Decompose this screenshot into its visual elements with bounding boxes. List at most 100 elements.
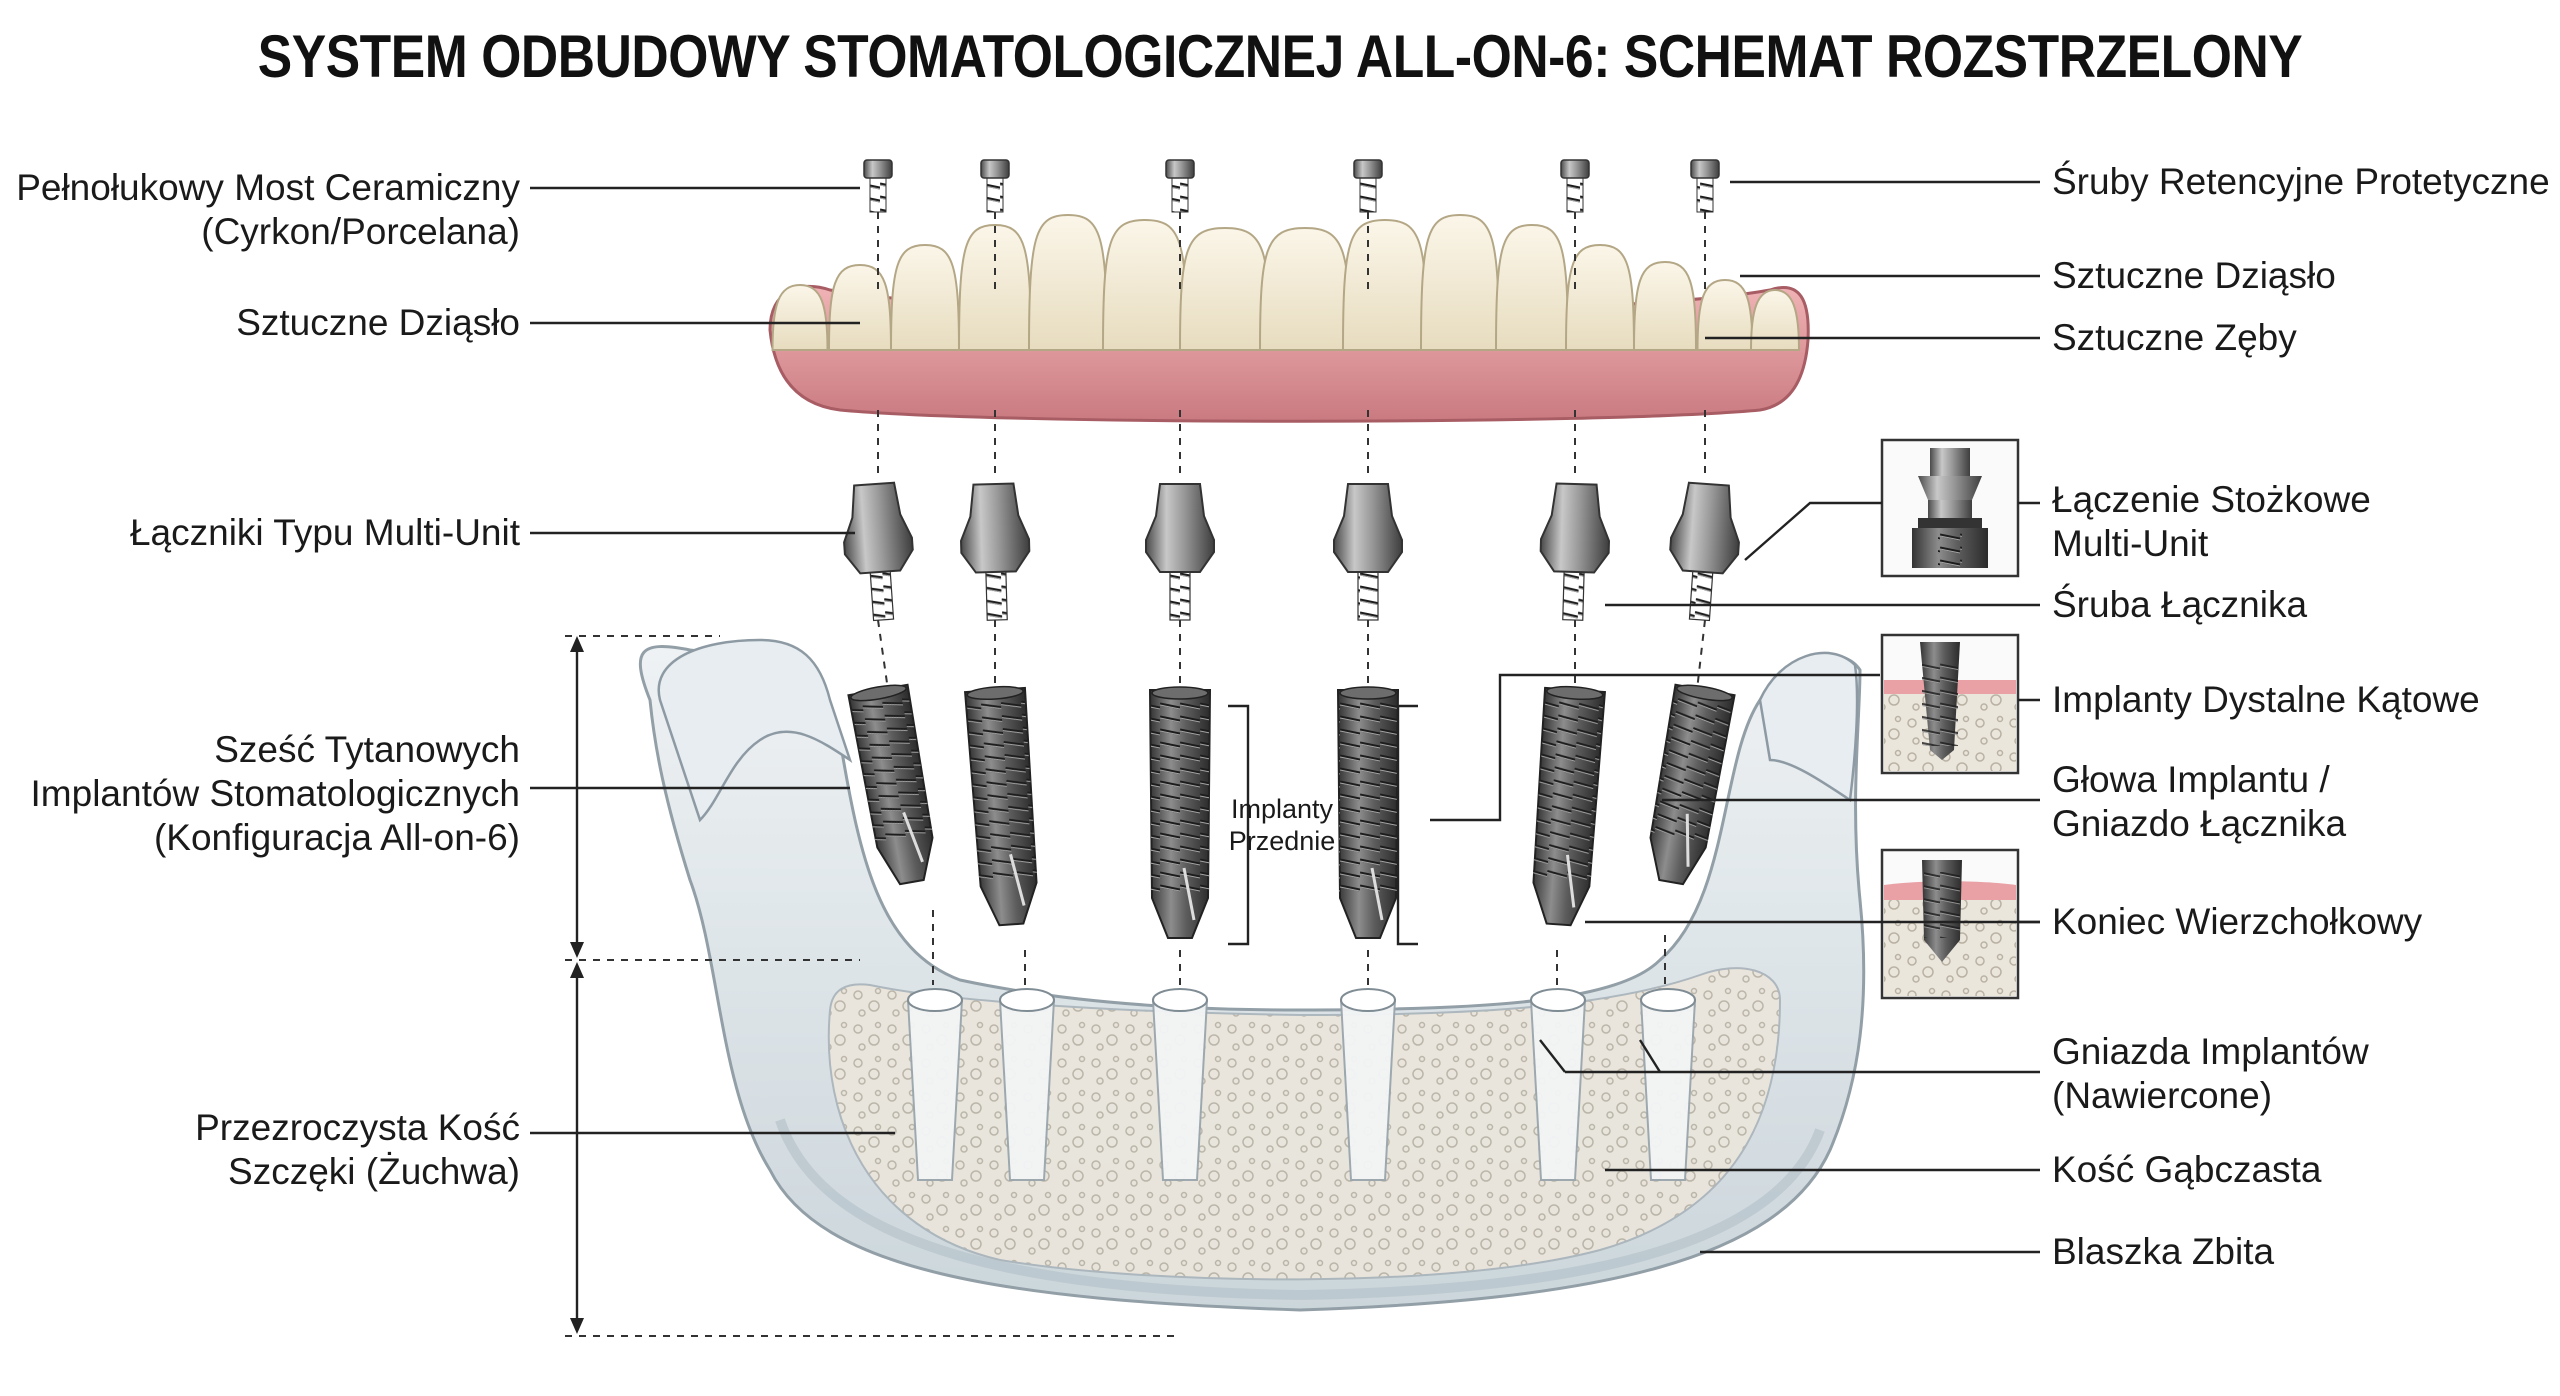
titanium-implant-5 bbox=[1532, 685, 1607, 927]
multi-unit-abutment-6 bbox=[1669, 481, 1740, 622]
socket-5 bbox=[1529, 999, 1587, 1181]
implant-head bbox=[1546, 685, 1604, 701]
tooth-9 bbox=[1341, 218, 1429, 351]
titanium-implant-3 bbox=[1148, 686, 1212, 939]
socket-6 bbox=[1639, 999, 1697, 1181]
assembly-axes bbox=[877, 212, 1706, 985]
tooth-3 bbox=[889, 243, 961, 351]
implant-flute bbox=[902, 811, 924, 863]
socket-opening-4 bbox=[1340, 988, 1396, 1012]
abutment-body bbox=[960, 482, 1031, 574]
socket-1 bbox=[906, 999, 964, 1181]
tooth-2 bbox=[827, 263, 893, 351]
socket-opening-3 bbox=[1152, 988, 1208, 1012]
label-bone-1: Przezroczysta Kość bbox=[195, 1107, 520, 1148]
multi-unit-abutment-1 bbox=[843, 481, 914, 622]
leader-lines bbox=[530, 180, 2040, 1254]
socket-4 bbox=[1339, 999, 1397, 1181]
inset-conical-connection bbox=[1880, 438, 2020, 578]
label-conical-2: Multi-Unit bbox=[2052, 523, 2209, 564]
socket-opening-2 bbox=[999, 988, 1055, 1012]
label-multi-unit: Łączniki Typu Multi-Unit bbox=[130, 512, 521, 553]
titanium-implant-4 bbox=[1336, 686, 1400, 939]
label-bone-2: Szczęki (Żuchwa) bbox=[228, 1151, 520, 1192]
tooth-15 bbox=[1749, 288, 1801, 351]
multi-unit-abutment-4 bbox=[1333, 483, 1403, 621]
front-implants-bracket: Implanty Przednie bbox=[1228, 704, 1418, 946]
retaining-screw-head-5 bbox=[1560, 159, 1590, 179]
label-gum-left: Sztuczne Dziąsło bbox=[236, 302, 520, 343]
label-teeth: Sztuczne Zęby bbox=[2052, 317, 2297, 358]
multi-unit-abutment-3 bbox=[1145, 483, 1215, 621]
implant-thread bbox=[1532, 695, 1604, 885]
retaining-screw-thread-1 bbox=[869, 177, 887, 213]
retaining-screw-thread-4 bbox=[1359, 177, 1377, 213]
label-distal: Implanty Dystalne Kątowe bbox=[2052, 679, 2480, 720]
label-cortical: Blaszka Zbita bbox=[2052, 1231, 2275, 1272]
retaining-screw-head-6 bbox=[1690, 159, 1720, 179]
retaining-screw-thread-5 bbox=[1566, 177, 1584, 213]
label-apex: Koniec Wierzchołkowy bbox=[2052, 901, 2423, 942]
implant-flute bbox=[1009, 853, 1026, 906]
abutment-body bbox=[1333, 483, 1403, 573]
artificial-teeth bbox=[771, 213, 1801, 351]
socket-opening-1 bbox=[907, 988, 963, 1012]
front-implants-label-1: Implanty bbox=[1231, 794, 1334, 824]
implant-head bbox=[850, 684, 907, 702]
label-implants-3: (Konfiguracja All-on-6) bbox=[154, 817, 520, 858]
inset-distal-implant bbox=[1880, 633, 2020, 775]
label-conical-1: Łączenie Stożkowe bbox=[2052, 479, 2371, 520]
implant-thread bbox=[1151, 698, 1209, 896]
abutment-screw bbox=[1169, 571, 1191, 621]
tooth-10 bbox=[1419, 213, 1501, 351]
label-screws: Śruby Retencyjne Protetyczne bbox=[2052, 160, 2550, 202]
label-implants-1: Sześć Tytanowych bbox=[214, 729, 520, 770]
label-bridge-1: Pełnołukowy Most Ceramiczny bbox=[16, 167, 520, 208]
retaining-screw-thread-2 bbox=[986, 177, 1004, 213]
implant-flute bbox=[1685, 813, 1690, 867]
titanium-implant-2 bbox=[963, 685, 1038, 927]
tooth-12 bbox=[1564, 243, 1636, 351]
abutment-body bbox=[1669, 481, 1740, 575]
label-sockets-2: (Nawiercone) bbox=[2052, 1075, 2272, 1116]
label-sockets-1: Gniazda Implantów bbox=[2052, 1031, 2369, 1072]
implant-head bbox=[1151, 686, 1209, 700]
implant-thread bbox=[1649, 692, 1733, 846]
implant-sockets bbox=[906, 988, 1697, 1181]
implant-thread bbox=[966, 695, 1038, 885]
axis-lower-1 bbox=[877, 619, 889, 691]
implant-head bbox=[966, 685, 1024, 701]
socket-2 bbox=[998, 999, 1056, 1181]
titanium-implant-1 bbox=[847, 683, 934, 886]
tooth-14 bbox=[1696, 278, 1754, 351]
implant-flute bbox=[1565, 854, 1576, 908]
tooth-5 bbox=[1027, 213, 1109, 351]
implant-thread bbox=[1339, 698, 1397, 896]
abutment-screw bbox=[1357, 571, 1379, 621]
abutment-screw bbox=[1562, 571, 1585, 621]
label-implants-2: Implantów Stomatologicznych bbox=[31, 773, 520, 814]
ceramic-bridge bbox=[768, 213, 1810, 423]
right-labels: Śruby Retencyjne Protetyczne Sztuczne Dz… bbox=[2052, 160, 2550, 1272]
socket-opening-5 bbox=[1530, 988, 1586, 1012]
implant-head bbox=[1676, 684, 1733, 702]
label-cancellous: Kość Gąbczasta bbox=[2052, 1149, 2322, 1190]
label-bridge-2: (Cyrkon/Porcelana) bbox=[201, 211, 520, 252]
front-implants-label-2: Przednie bbox=[1229, 826, 1336, 856]
socket-opening-6 bbox=[1640, 988, 1696, 1012]
implant-flute bbox=[1182, 867, 1196, 921]
retaining-screw-head-4 bbox=[1353, 159, 1383, 179]
inset-apex bbox=[1880, 848, 2020, 1000]
retaining-screw-thread-6 bbox=[1696, 177, 1714, 213]
implant-head bbox=[1339, 686, 1397, 700]
socket-3 bbox=[1151, 999, 1209, 1181]
diagram-title: SYSTEM ODBUDOWY STOMATOLOGICZNEJ ALL-ON-… bbox=[257, 23, 2303, 90]
tooth-1 bbox=[771, 283, 829, 351]
implant-thread bbox=[850, 692, 934, 846]
abutment-screw bbox=[1688, 570, 1714, 622]
tooth-6 bbox=[1101, 218, 1189, 351]
abutment-body bbox=[1539, 482, 1610, 574]
abutment-screw bbox=[869, 570, 895, 622]
retaining-screw-head-3 bbox=[1165, 159, 1195, 179]
